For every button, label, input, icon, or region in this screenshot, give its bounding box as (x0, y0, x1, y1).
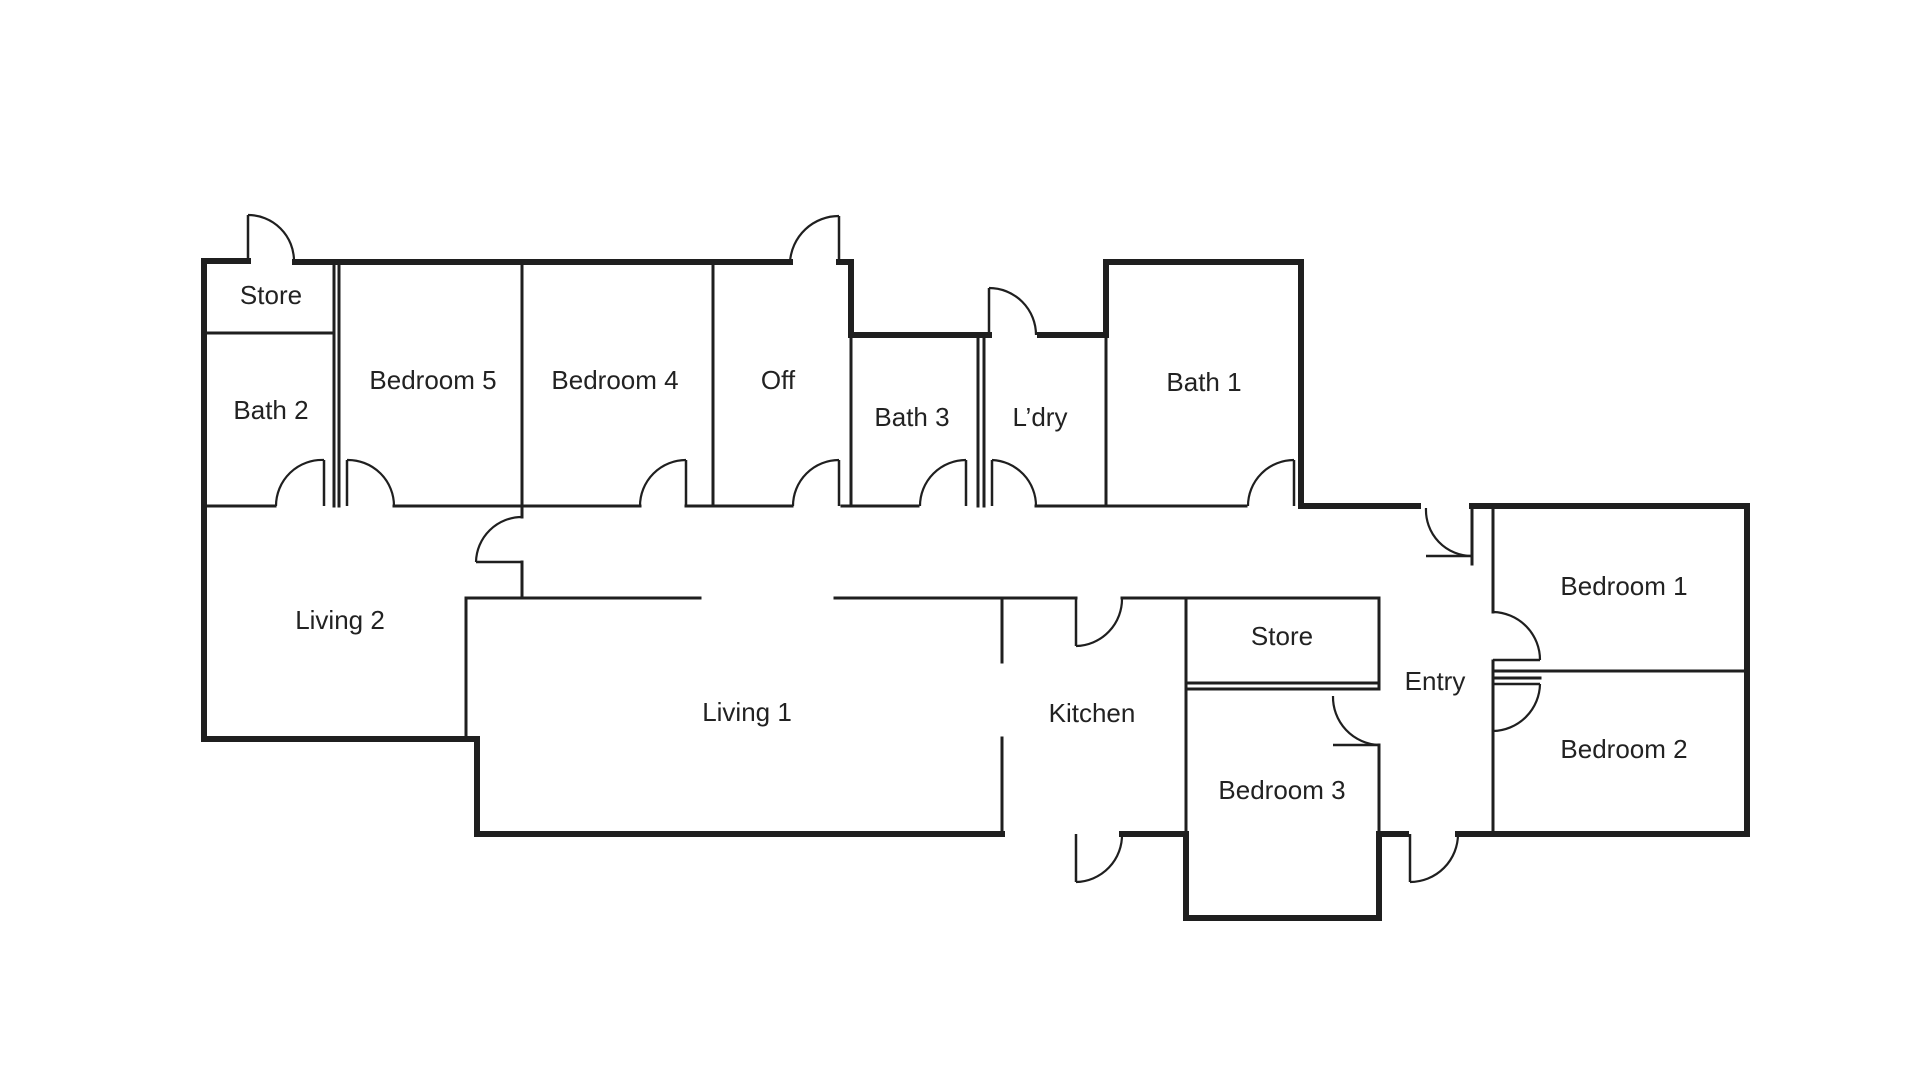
door-kitchen-south (1074, 833, 1124, 884)
door-entry-north (1424, 507, 1473, 558)
exterior-wall-outline (201, 258, 1750, 921)
door-bedroom-2 (1492, 682, 1542, 733)
door-office-exterior (788, 214, 841, 263)
door-laundry (990, 458, 1038, 507)
room-label-bedroom-3: Bedroom 3 (1218, 775, 1345, 805)
doors (246, 213, 1542, 884)
room-label-laundry: L’dry (1013, 402, 1068, 432)
room-label-office: Off (761, 365, 796, 395)
door-laundry-exterior (987, 286, 1038, 336)
door-office (791, 458, 841, 507)
room-label-bedroom-2: Bedroom 2 (1560, 734, 1687, 764)
room-label-living-1: Living 1 (702, 697, 792, 727)
door-kitchen-north (1074, 597, 1124, 648)
door-bath-3 (918, 458, 968, 507)
room-label-bedroom-4: Bedroom 4 (551, 365, 678, 395)
door-bedroom-1 (1492, 610, 1542, 662)
room-label-bath-3: Bath 3 (874, 402, 949, 432)
door-bedroom-3 (1331, 695, 1380, 747)
room-label-bedroom-1: Bedroom 1 (1560, 571, 1687, 601)
exterior-walls (201, 258, 1750, 921)
room-label-bedroom-5: Bedroom 5 (369, 365, 496, 395)
door-living-2 (474, 515, 523, 564)
door-bedroom-5 (345, 458, 396, 507)
door-bath-2 (274, 458, 326, 507)
door-entry-south (1408, 833, 1460, 884)
door-bath-1 (1246, 458, 1296, 507)
room-label-living-2: Living 2 (295, 605, 385, 635)
door-store-exterior (246, 213, 296, 262)
room-label-kitchen: Kitchen (1049, 698, 1136, 728)
room-label-bath-2: Bath 2 (233, 395, 308, 425)
room-labels: Store Bath 2 Bedroom 5 Bedroom 4 Off Bat… (233, 280, 1687, 805)
room-label-entry: Entry (1405, 666, 1466, 696)
room-label-bath-1: Bath 1 (1166, 367, 1241, 397)
room-label-store-nw: Store (240, 280, 302, 310)
interior-walls (202, 260, 1749, 836)
room-label-store-s: Store (1251, 621, 1313, 651)
door-bedroom-4 (638, 458, 688, 507)
